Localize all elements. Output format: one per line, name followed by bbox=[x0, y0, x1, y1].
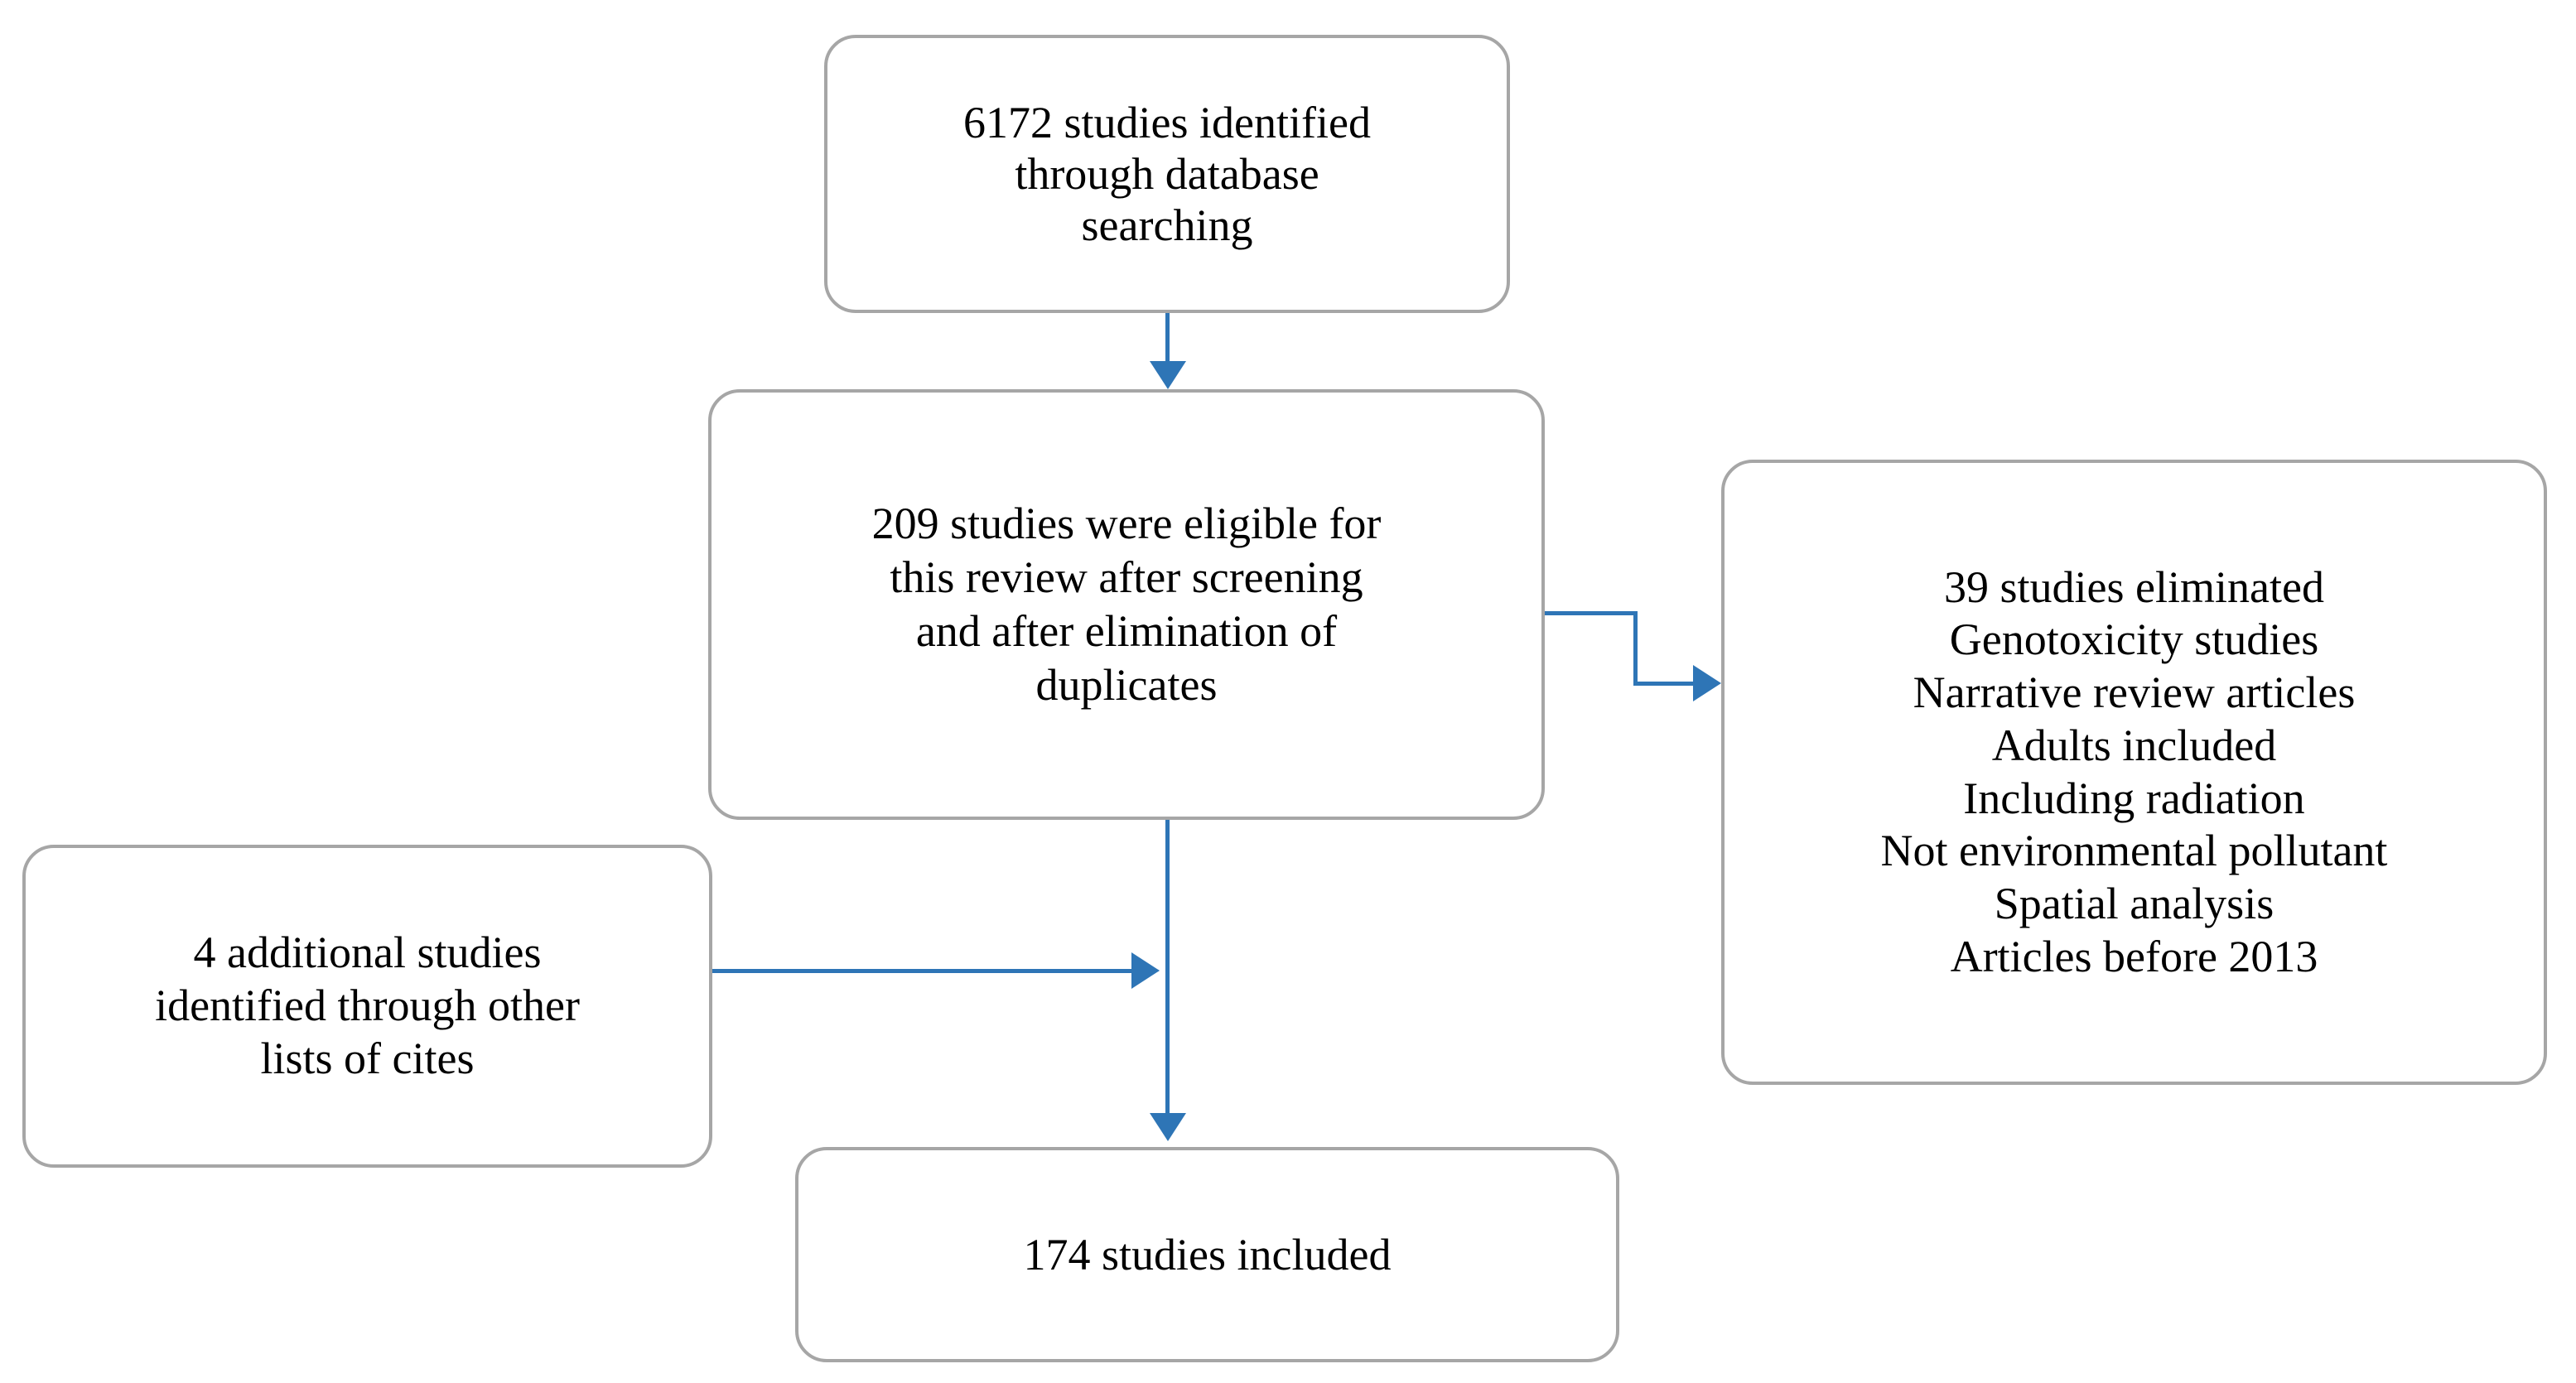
connector-line-horizontal bbox=[1545, 611, 1638, 615]
node-studies-included-label: 174 studies included bbox=[1023, 1229, 1392, 1279]
node-studies-eligible-label: 209 studies were eligible for this revie… bbox=[871, 499, 1382, 710]
node-additional-studies: 4 additional studies identified through … bbox=[22, 845, 712, 1168]
arrowhead-right-icon bbox=[1693, 665, 1721, 701]
node-additional-studies-label: 4 additional studies identified through … bbox=[155, 928, 580, 1083]
node-studies-included: 174 studies included bbox=[795, 1147, 1619, 1362]
connector-line-vertical bbox=[1165, 313, 1170, 364]
arrowhead-down-icon bbox=[1150, 1113, 1186, 1141]
connector-line-horizontal bbox=[712, 969, 1135, 973]
node-studies-eligible: 209 studies were eligible for this revie… bbox=[708, 389, 1545, 820]
arrowhead-down-icon bbox=[1150, 361, 1186, 389]
connector-line-vertical bbox=[1165, 820, 1170, 1116]
connector-line-vertical bbox=[1633, 611, 1638, 686]
node-studies-identified: 6172 studies identified through database… bbox=[824, 35, 1510, 313]
arrowhead-right-icon bbox=[1131, 952, 1160, 989]
node-studies-eliminated-label: 39 studies eliminated Genotoxicity studi… bbox=[1880, 561, 2388, 981]
node-studies-identified-label: 6172 studies identified through database… bbox=[963, 97, 1371, 251]
node-studies-eliminated: 39 studies eliminated Genotoxicity studi… bbox=[1721, 460, 2547, 1085]
connector-line-horizontal bbox=[1633, 682, 1696, 686]
